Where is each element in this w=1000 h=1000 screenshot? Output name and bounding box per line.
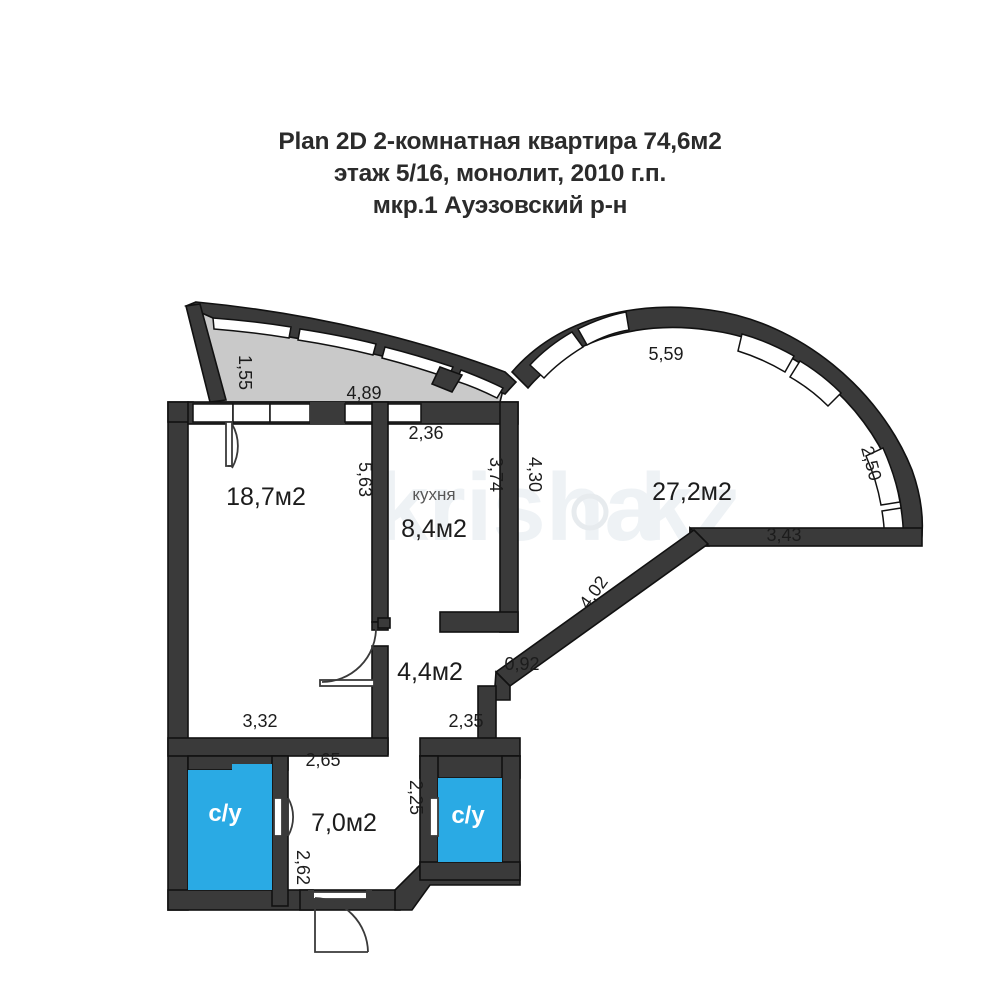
- dim-lounge-arc-top: 5,59: [648, 344, 683, 364]
- balcony-left-wall: [185, 303, 228, 403]
- door-bathleft-leaf: [273, 797, 283, 837]
- window-top-2: [232, 403, 271, 423]
- lounge-window-5: [865, 446, 901, 506]
- bathroom-fills: [188, 764, 502, 890]
- door-bathleft-arc: [287, 797, 294, 837]
- dim-corridor-top: 2,65: [305, 750, 340, 770]
- label-bathroom-right: с/у: [451, 802, 485, 829]
- lounge-window-4: [788, 359, 843, 408]
- wall-bathright-right: [501, 755, 521, 877]
- dim-bathright: 2,25: [406, 780, 426, 815]
- door-bathroom-left[interactable]: [273, 797, 294, 837]
- dim-balcony-width: 4,89: [346, 383, 381, 403]
- label-bathroom-left: с/у: [208, 800, 242, 827]
- door-living-leaf: [319, 679, 375, 687]
- wall-doorjamb-stub: [377, 617, 391, 629]
- wall-living-bottom: [167, 737, 389, 757]
- dimension-labels: 1,55 4,89 2,36 5,63 3,74 4,30 5,59 2,50 …: [235, 344, 886, 885]
- bathroom-left-fill: [188, 764, 272, 890]
- title-line-3: мкр.1 Ауэзовский р-н: [372, 192, 628, 219]
- balcony-area: [183, 301, 518, 403]
- dim-kitchen-wall: 3,74: [486, 457, 506, 492]
- wall-living-kitchen: [371, 401, 389, 623]
- wall-hall-bottom: [419, 737, 521, 757]
- dim-corridor-vertical: 2,62: [293, 850, 313, 885]
- door-entrance-jamb-right: [366, 890, 372, 900]
- door-bathright-leaf: [429, 797, 439, 837]
- area-hall: 4,4м2: [397, 658, 463, 686]
- door-balcony-living[interactable]: [225, 421, 239, 469]
- window-top-1: [192, 403, 234, 423]
- area-living: 18,7м2: [226, 483, 306, 511]
- door-living-hall[interactable]: [319, 627, 377, 687]
- lounge-window-3: [737, 333, 796, 374]
- dim-lounge-bottom: 3,43: [766, 525, 801, 545]
- dim-hall-bottom: 2,35: [448, 711, 483, 731]
- window-top-3: [269, 403, 311, 423]
- wall-kitchen-bottom: [439, 611, 519, 633]
- lounge-walls: [494, 306, 924, 688]
- wall-left-exterior: [167, 401, 189, 911]
- balcony-wall-segment-right: [430, 365, 464, 393]
- bathroom-right-fill: [438, 778, 502, 862]
- area-kitchen: 8,4м2: [401, 515, 467, 543]
- door-bathright-arc: [422, 797, 429, 837]
- dim-lounge-wall: 4,30: [525, 457, 545, 492]
- door-bathroom-right[interactable]: [422, 797, 439, 837]
- doors: [225, 421, 439, 953]
- door-entrance[interactable]: [308, 890, 372, 953]
- title-line-1: Plan 2D 2-комнатная квартира 74,6м2: [278, 128, 722, 155]
- door-entrance-arc: [314, 897, 369, 953]
- door-balcony-leaf: [225, 421, 233, 467]
- wall-lounge-bottom: [689, 527, 923, 547]
- title-line-2: этаж 5/16, монолит, 2010 г.п.: [333, 160, 667, 187]
- label-kitchen: кухня: [412, 485, 455, 504]
- balcony-window-4: [454, 369, 505, 399]
- wall-bottom-left: [167, 889, 314, 911]
- area-lounge: 27,2м2: [652, 478, 732, 506]
- door-balcony-arc: [231, 423, 239, 469]
- dim-living-bottom: 3,32: [242, 711, 277, 731]
- door-living-arc: [321, 627, 377, 683]
- room-labels: 18,7м2 кухня 8,4м2 27,2м2 4,4м2 7,0м2 с/…: [208, 478, 732, 837]
- wall-pier-between-windows: [310, 402, 345, 424]
- balcony-window-1: [212, 317, 292, 339]
- dim-notch-small: 0,92: [504, 654, 539, 674]
- balcony-window-2: [297, 328, 377, 356]
- watermark-logo-icon: [571, 493, 609, 531]
- dim-balcony-depth: 1,55: [235, 355, 255, 390]
- area-corridor: 7,0м2: [311, 809, 377, 837]
- lounge-window-1: [528, 331, 585, 380]
- page-title: Plan 2D 2-комнатная квартира 74,6м2 этаж…: [0, 126, 1000, 222]
- lounge-window-2: [576, 311, 630, 347]
- wall-kitchen-right: [499, 401, 519, 633]
- dim-kitchen-window: 2,36: [408, 423, 443, 443]
- wall-bathright-bottom: [419, 861, 521, 881]
- door-entrance-swing: [314, 898, 368, 953]
- dim-living-wall: 5,63: [355, 462, 375, 497]
- door-entrance-jamb-left: [308, 890, 314, 900]
